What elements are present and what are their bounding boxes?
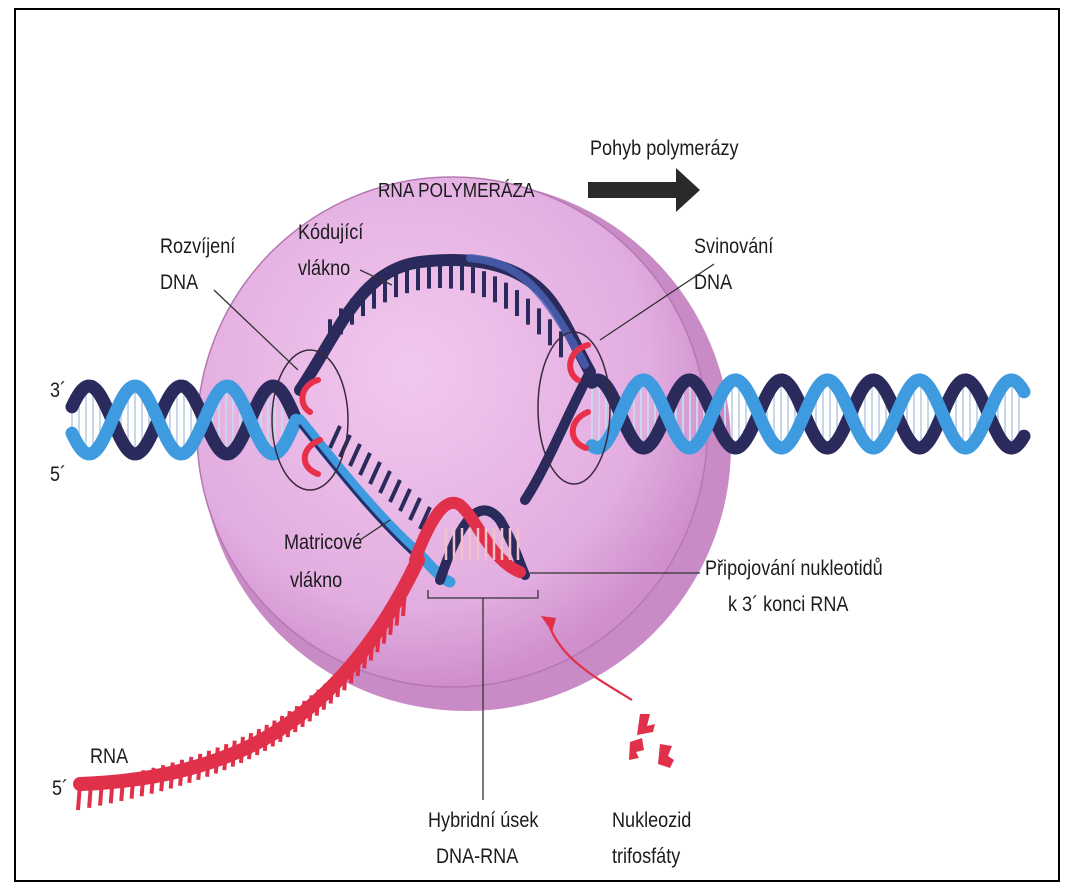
hybrid-label-line2: DNA-RNA (436, 844, 518, 870)
template-label-line1: Matricové (284, 530, 362, 556)
nucleoside-label-line1: Nukleozid (612, 808, 691, 834)
unwinding-label-line2: DNA (160, 270, 198, 296)
template-label-line2: vlákno (290, 568, 342, 594)
polymerase-movement-arrow (588, 168, 700, 212)
addition-label-line2: k 3´ konci RNA (728, 592, 848, 618)
rewinding-label-line1: Svinování (694, 234, 773, 260)
rewinding-label-line2: DNA (694, 270, 732, 296)
coding-label-line2: vlákno (298, 256, 350, 282)
hybrid-label-line1: Hybridní úsek (428, 808, 538, 834)
dna-end-5-label: 5´ (50, 462, 66, 488)
dna-end-3-label: 3´ (50, 378, 66, 404)
unwinding-label-line1: Rozvíjení (160, 234, 235, 260)
nucleoside-label-line2: trifosfáty (612, 844, 680, 870)
rna-end-5-label: 5´ (52, 776, 68, 802)
coding-label-line1: Kódující (298, 220, 363, 246)
movement-label: Pohyb polymerázy (590, 136, 739, 162)
addition-label-line1: Připojování nukleotidů (705, 556, 883, 582)
polymerase-title: RNA POLYMERÁZA (378, 178, 534, 204)
nucleoside-triphosphates (629, 714, 674, 768)
rna-label: RNA (90, 744, 128, 770)
